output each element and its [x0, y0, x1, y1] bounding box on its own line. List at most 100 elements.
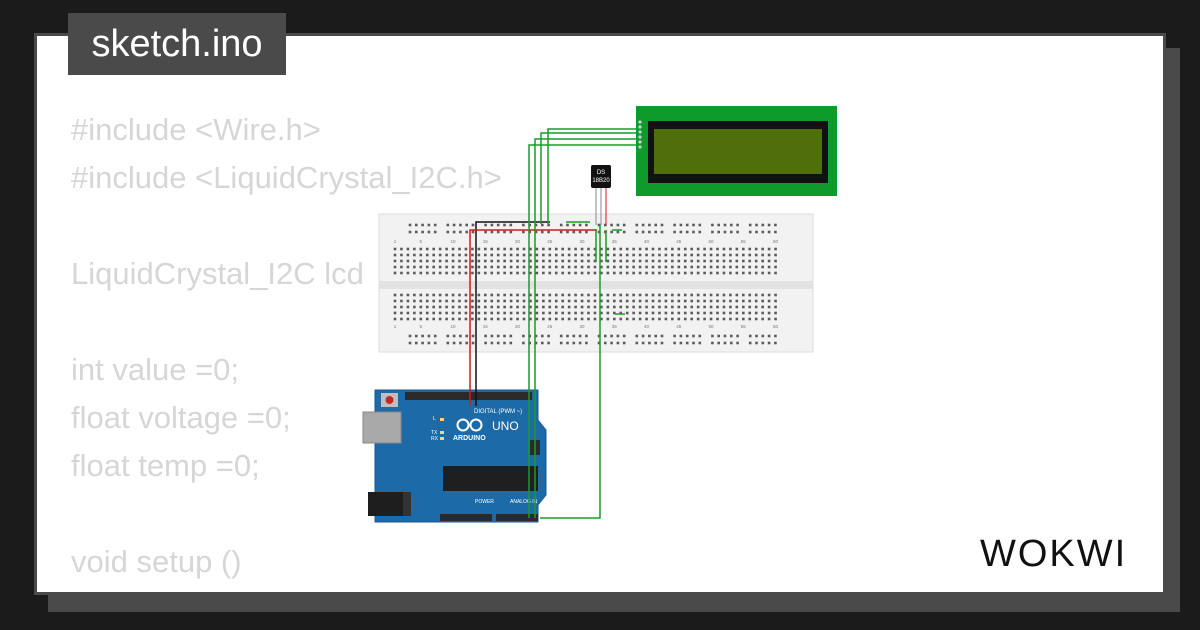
breadboard-hole: [458, 265, 461, 269]
breadboard-hole: [490, 230, 494, 234]
breadboard-hole: [438, 253, 442, 257]
breadboard-hole: [774, 265, 777, 269]
breadboard-hole: [459, 334, 462, 338]
breadboard-column-number: 5: [420, 239, 423, 244]
breadboard-hole: [522, 334, 525, 338]
breadboard-hole: [400, 305, 403, 309]
arduino-uno-board[interactable]: DIGITAL (PWM ~) ARDUINO UNO L TX RX POWE…: [362, 389, 547, 523]
breadboard-hole: [484, 334, 487, 338]
breadboard-hole: [572, 334, 576, 338]
breadboard-hole: [484, 341, 487, 345]
breadboard-hole: [658, 247, 661, 251]
breadboard-hole: [490, 253, 494, 257]
breadboard-hole: [477, 299, 481, 303]
wokwi-logo-text: WOKWI: [980, 533, 1127, 575]
breadboard-hole: [413, 299, 416, 303]
breadboard-hole: [671, 253, 674, 257]
breadboard-hole: [413, 253, 416, 257]
breadboard-hole: [400, 293, 403, 297]
breadboard-hole: [597, 223, 601, 227]
breadboard-hole: [703, 299, 706, 303]
breadboard-hole: [566, 341, 569, 345]
breadboard-hole: [400, 247, 403, 251]
breadboard-hole: [638, 265, 642, 269]
breadboard-hole: [711, 223, 714, 227]
breadboard-hole: [509, 305, 513, 309]
lcd-display[interactable]: [636, 106, 837, 196]
breadboard-hole: [445, 305, 448, 309]
breadboard-hole: [516, 247, 519, 251]
breadboard-column-number: 30: [580, 239, 586, 244]
breadboard-hole: [677, 247, 681, 251]
breadboard-hole: [554, 305, 558, 309]
breadboard-hole: [438, 247, 442, 251]
breadboard-hole: [696, 265, 700, 269]
breadboard-hole: [406, 299, 410, 303]
breadboard-hole: [610, 230, 613, 234]
breadboard-column-number: 55: [741, 239, 747, 244]
breadboard-hole: [717, 223, 720, 227]
breadboard-hole: [574, 305, 577, 309]
breadboard-hole: [635, 334, 639, 338]
breadboard-hole: [597, 334, 601, 338]
breadboard-hole: [496, 271, 500, 275]
digital-label: DIGITAL (PWM ~): [474, 409, 522, 415]
breadboard-hole: [542, 299, 545, 303]
breadboard-hole: [658, 293, 661, 297]
breadboard-hole: [730, 334, 733, 338]
breadboard-hole: [755, 334, 758, 338]
breadboard-hole: [477, 293, 481, 297]
breadboard-hole: [597, 230, 601, 234]
breadboard-hole: [406, 271, 410, 275]
breadboard-hole: [735, 305, 739, 309]
breadboard-hole: [622, 334, 626, 338]
breadboard-hole: [683, 259, 687, 263]
breadboard-hole: [761, 247, 764, 251]
breadboard-hole: [459, 223, 462, 227]
breadboard-hole: [703, 265, 706, 269]
breadboard-hole: [767, 317, 771, 321]
breadboard-hole: [413, 271, 416, 275]
breadboard-hole: [425, 293, 429, 297]
breadboard-hole: [645, 259, 648, 263]
breadboard-hole: [585, 230, 588, 234]
file-name-tab[interactable]: sketch.ino: [68, 13, 286, 75]
wire-ground: [475, 221, 550, 406]
breadboard-hole: [606, 317, 610, 321]
breadboard-hole: [625, 305, 629, 309]
breadboard-hole: [490, 265, 494, 269]
breadboard-hole: [529, 305, 532, 309]
breadboard-hole: [696, 259, 700, 263]
breadboard-hole: [625, 317, 629, 321]
breadboard-hole: [677, 299, 681, 303]
breadboard-hole: [645, 311, 648, 315]
breadboard-hole: [717, 230, 720, 234]
breadboard-hole: [677, 317, 681, 321]
breadboard-hole: [587, 299, 590, 303]
breadboard-hole: [685, 230, 689, 234]
breadboard-hole: [408, 230, 412, 234]
breadboard-hole: [464, 293, 468, 297]
breadboard-hole: [619, 305, 623, 309]
breadboard-hole: [567, 293, 571, 297]
breadboard-hole: [425, 253, 429, 257]
breadboard-hole: [574, 311, 577, 315]
breadboard-hole: [433, 334, 437, 338]
breadboard-hole: [432, 311, 435, 315]
breadboard-hole: [471, 317, 474, 321]
breadboard-hole: [542, 247, 545, 251]
breadboard-hole: [580, 311, 584, 315]
breadboard-hole: [458, 271, 461, 275]
breadboard-hole: [613, 253, 616, 257]
breadboard-hole: [415, 230, 418, 234]
breadboard-hole: [567, 259, 571, 263]
breadboard-hole: [664, 259, 668, 263]
breadboard-hole: [723, 334, 727, 338]
temperature-sensor[interactable]: DS 18B20: [591, 165, 611, 225]
breadboard-hole: [723, 341, 727, 345]
breadboard-hole: [580, 293, 584, 297]
breadboard-hole: [561, 311, 564, 315]
breadboard-hole: [767, 311, 771, 315]
